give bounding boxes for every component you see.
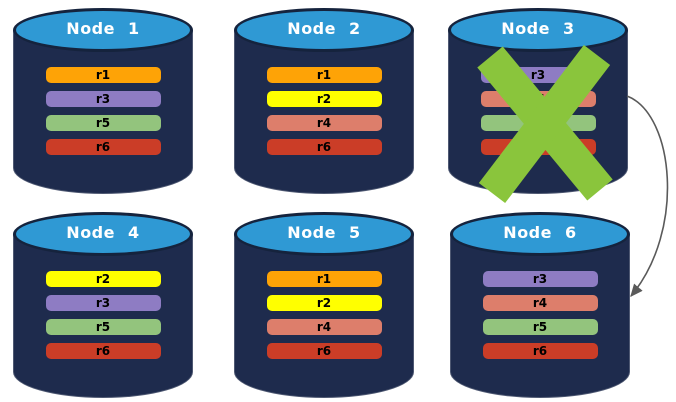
replica-bar: r1 xyxy=(266,67,382,83)
replica-bar: r1 xyxy=(266,271,382,287)
node-6-replicas: r3 r4 r5 r6 xyxy=(450,271,630,367)
replica-bar: r5 xyxy=(45,319,161,335)
replica-bar: r3 xyxy=(45,295,161,311)
node-4-cylinder-top xyxy=(13,212,193,256)
node-6-cylinder-body xyxy=(450,234,630,398)
replica-bar: r4 xyxy=(266,115,382,131)
node-5-cylinder-body xyxy=(234,234,414,398)
replica-bar: r6 xyxy=(266,139,382,155)
replica-bar: r2 xyxy=(266,91,382,107)
node-title: Node 6 xyxy=(503,223,577,242)
node-4-cylinder-body xyxy=(13,234,193,398)
replica-bar: r2 xyxy=(45,271,161,287)
node-2-cylinder-body xyxy=(234,30,414,194)
replication-arrow-path xyxy=(626,95,669,297)
node-6: Node 6 r3 r4 r5 r6 xyxy=(450,212,630,398)
failure-x-stroke xyxy=(478,45,611,203)
replica-bar: r6 xyxy=(45,343,161,359)
replica-bar: r5 xyxy=(482,319,598,335)
failure-x-icon xyxy=(477,45,613,203)
node-6-cylinder-top xyxy=(450,212,630,256)
replica-bar: r3 xyxy=(45,91,161,107)
node-4-replicas: r2 r3 r5 r6 xyxy=(13,271,193,367)
node-1: Node 1 r1 r3 r5 r6 xyxy=(13,8,193,194)
node-title: Node 3 xyxy=(501,19,575,38)
replica-bar: r1 xyxy=(45,67,161,83)
node-5: Node 5 r1 r2 r4 r6 xyxy=(234,212,414,398)
replica-bar: r6 xyxy=(45,139,161,155)
replica-bar: r6 xyxy=(482,343,598,359)
node-5-cylinder-top xyxy=(234,212,414,256)
replica-bar: r4 xyxy=(266,319,382,335)
node-title: Node 2 xyxy=(287,19,361,38)
node-title: Node 4 xyxy=(66,223,140,242)
replica-bar: r3 xyxy=(482,271,598,287)
replica-bar: r5 xyxy=(45,115,161,131)
node-title: Node 5 xyxy=(287,223,361,242)
replica-bar: r2 xyxy=(266,295,382,311)
node-1-replicas: r1 r3 r5 r6 xyxy=(13,67,193,163)
node-5-replicas: r1 r2 r4 r6 xyxy=(234,271,414,367)
node-title: Node 1 xyxy=(66,19,140,38)
node-4: Node 4 r2 r3 r5 r6 xyxy=(13,212,193,398)
node-2-cylinder-top xyxy=(234,8,414,52)
replica-bar: r4 xyxy=(482,295,598,311)
node-1-cylinder-body xyxy=(13,30,193,194)
node-2: Node 2 r1 r2 r4 r6 xyxy=(234,8,414,194)
node-3-cylinder-top xyxy=(448,8,628,52)
replica-bar: r6 xyxy=(266,343,382,359)
node-1-cylinder-top xyxy=(13,8,193,52)
node-2-replicas: r1 r2 r4 r6 xyxy=(234,67,414,163)
